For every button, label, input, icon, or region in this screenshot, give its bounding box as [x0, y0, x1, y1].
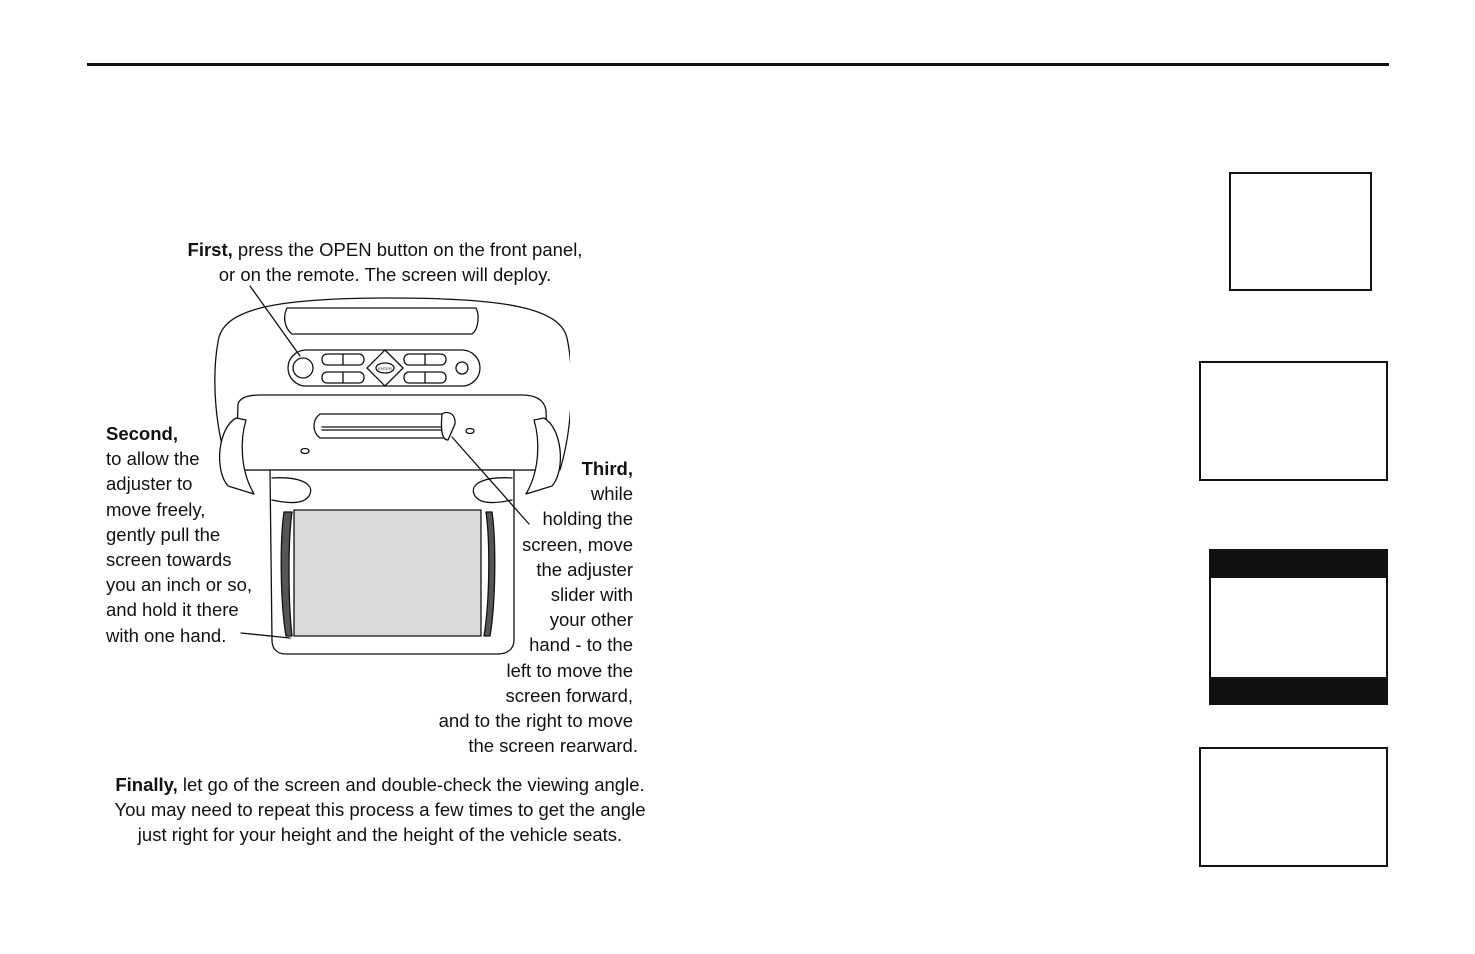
step-first-line2: or on the remote. The screen will deploy…	[218, 264, 552, 286]
screen-tab-right	[472, 477, 513, 504]
callout-second	[240, 632, 291, 639]
enter-label: ENTER	[378, 366, 392, 371]
step-second-lead: Second,	[106, 423, 178, 444]
letterbox-picture-area	[1211, 578, 1386, 677]
overhead-monitor-illustration: ENTER	[214, 285, 570, 655]
step-third-line: hand - to the	[529, 634, 633, 656]
step-third-line: slider with	[550, 584, 633, 606]
step-third-line: screen forward,	[505, 684, 634, 706]
ir-sensor	[455, 361, 469, 375]
step-third-line: left to move the	[506, 659, 633, 681]
screw	[300, 447, 310, 455]
screen-tab-left	[271, 477, 312, 504]
adjuster-slider-track	[313, 413, 449, 439]
step-second-line: adjuster to	[106, 473, 193, 495]
step-third-line: holding the	[542, 508, 633, 530]
step-third-lead: Third,	[581, 458, 633, 479]
screen-side-grip-left	[280, 511, 293, 637]
callout-third	[451, 436, 530, 525]
step-second-line: you an inch or so,	[106, 574, 253, 596]
step-third-line: while	[590, 483, 633, 505]
step-second-line: move freely,	[106, 498, 206, 520]
step-finally-line1: let go of the screen and double-check th…	[177, 774, 645, 795]
aspect-box-full	[1199, 747, 1388, 867]
step-third-line: your other	[549, 609, 633, 631]
step-finally-text: Finally, let go of the screen and double…	[60, 772, 700, 848]
step-second-line: screen towards	[106, 549, 232, 571]
screen-panel	[293, 509, 482, 637]
step-second-line: with one hand.	[106, 624, 227, 646]
adjuster-slider-knob	[440, 411, 456, 441]
open-button	[292, 357, 314, 379]
step-finally-line3: just right for your height and the heigh…	[137, 824, 623, 846]
screw	[465, 427, 475, 435]
aspect-box-wide	[1199, 361, 1388, 481]
step-third-text: Third, while holding the screen, move th…	[380, 456, 638, 758]
step-third-line: and to the right to move	[438, 710, 633, 732]
step-second-line: to allow the	[106, 448, 200, 470]
step-second-line: and hold it there	[106, 599, 239, 621]
step-first-line1: press the OPEN button on the front panel…	[232, 239, 583, 260]
step-third-line: the screen rearward.	[468, 735, 638, 757]
aspect-box-narrow	[1229, 172, 1372, 291]
aspect-box-letterbox	[1209, 549, 1388, 705]
top-display-window	[284, 307, 479, 335]
header-rule	[87, 63, 1389, 66]
step-finally-lead: Finally,	[115, 774, 178, 795]
step-finally-line2: You may need to repeat this process a fe…	[114, 799, 646, 821]
left-hinge	[218, 417, 255, 495]
screen-side-grip-right	[483, 511, 496, 637]
step-third-line: the adjuster	[536, 558, 633, 580]
callout-first	[249, 285, 301, 357]
step-first-lead: First,	[187, 239, 233, 260]
step-third-line: screen, move	[521, 533, 633, 555]
step-first-text: First, press the OPEN button on the fron…	[120, 237, 650, 287]
step-second-line: gently pull the	[106, 523, 221, 545]
right-hinge	[525, 417, 562, 495]
step-second-text: Second, to allow the adjuster to move fr…	[106, 421, 252, 648]
